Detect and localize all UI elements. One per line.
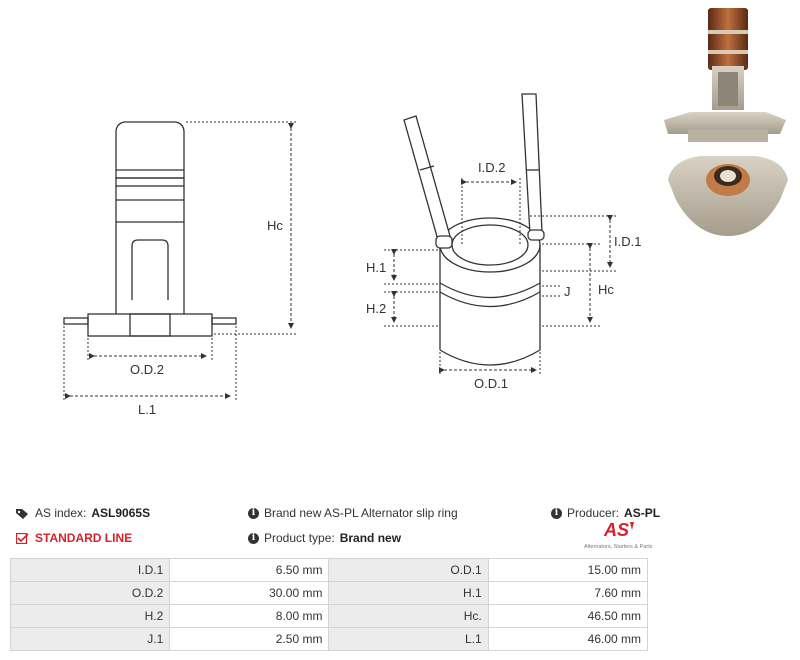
dim-label-id1: I.D.1 — [614, 234, 641, 249]
spec-table: I.D.1 6.50 mm O.D.1 15.00 mm O.D.2 30.00… — [9, 558, 649, 651]
as-index-label: AS index: — [35, 506, 87, 520]
producer-value: AS-PL — [624, 506, 661, 520]
info-icon: i — [551, 507, 562, 519]
product-type-value: Brand new — [339, 531, 402, 545]
as-index-row: AS index: ASL9065S — [16, 506, 150, 520]
producer-row: i Producer: AS-PL — [551, 506, 660, 520]
description-text: Brand new AS-PL Alternator slip ring — [264, 506, 458, 520]
spec-value: 46.50 mm — [487, 604, 649, 628]
dim-label-h2: H.2 — [366, 301, 386, 316]
dim-label-hc-left: Hc — [267, 218, 283, 233]
dim-label-od1: O.D.1 — [474, 376, 508, 391]
checkbox-icon — [16, 532, 29, 544]
slip-ring-dimensions — [384, 178, 616, 374]
info-icon: i — [248, 507, 259, 519]
table-row: I.D.1 6.50 mm O.D.1 15.00 mm — [9, 558, 649, 582]
spec-value: 30.00 mm — [169, 581, 330, 605]
standard-line-label: STANDARD LINE — [35, 531, 133, 545]
spec-label: H.1 — [328, 581, 489, 605]
table-row: H.2 8.00 mm Hc. 46.50 mm — [9, 604, 649, 628]
svg-text:AS: AS — [603, 520, 629, 540]
as-pl-logo: AS Alternators, Starters & Parts — [584, 520, 652, 550]
spec-label: L.1 — [328, 627, 489, 651]
side-view-dimensions — [63, 121, 296, 400]
svg-text:Alternators, Starters & Parts: Alternators, Starters & Parts — [584, 544, 652, 550]
spec-value: 46.00 mm — [487, 627, 649, 651]
table-row: O.D.2 30.00 mm H.1 7.60 mm — [9, 581, 649, 605]
tag-icon — [16, 508, 28, 519]
standard-line-row: STANDARD LINE — [16, 531, 132, 545]
spec-label: J.1 — [9, 627, 171, 651]
dim-label-od2: O.D.2 — [130, 362, 164, 377]
info-icon: i — [248, 532, 259, 544]
table-row: J.1 2.50 mm L.1 46.00 mm — [9, 627, 649, 651]
dim-label-l1: L.1 — [138, 402, 156, 417]
producer-label: Producer: — [567, 506, 620, 520]
spec-value: 6.50 mm — [169, 558, 330, 582]
spec-label: O.D.2 — [9, 581, 171, 605]
product-photo — [664, 8, 788, 236]
dim-label-hc-right: Hc — [598, 282, 614, 297]
description-row: i Brand new AS-PL Alternator slip ring — [248, 506, 458, 520]
spec-label: Hc. — [328, 604, 489, 628]
spec-label: O.D.1 — [328, 558, 489, 582]
spec-value: 7.60 mm — [487, 581, 649, 605]
dim-label-h1: H.1 — [366, 260, 386, 275]
as-index-value: ASL9065S — [91, 506, 151, 520]
dim-label-j: J — [564, 284, 571, 299]
dim-label-id2: I.D.2 — [478, 160, 505, 175]
spec-value: 8.00 mm — [169, 604, 330, 628]
spec-label: H.2 — [9, 604, 171, 628]
spec-label: I.D.1 — [9, 558, 171, 582]
side-view-drawing — [63, 121, 237, 337]
spec-value: 2.50 mm — [169, 627, 330, 651]
technical-drawing: Hc O.D.2 L.1 — [63, 8, 788, 417]
spec-value: 15.00 mm — [487, 558, 649, 582]
product-type-label: Product type: — [264, 531, 335, 545]
slip-ring-drawing — [403, 93, 545, 366]
product-type-row: i Product type: Brand new — [248, 531, 401, 545]
